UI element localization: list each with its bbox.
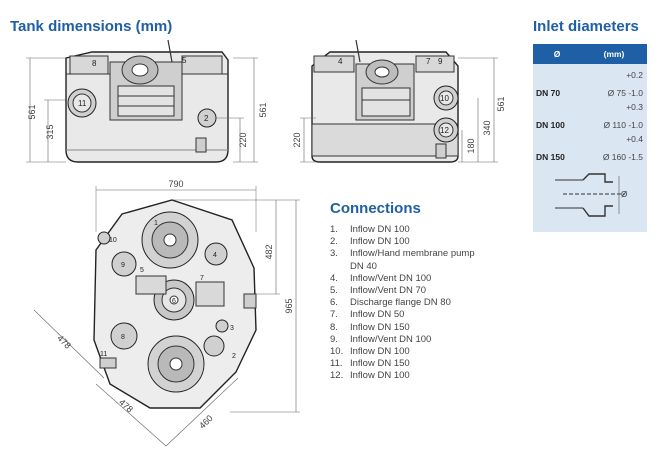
list-item: 9.Inflow/Vent DN 100 [330,333,432,345]
front-dim-height: 561 [27,104,37,119]
inlet-tol: +0.2 [626,70,643,80]
front-view-drawing [26,39,258,163]
inlet-dn: DN 100 [536,120,565,130]
list-item: 10.Inflow DN 100 [330,346,410,358]
top-dim-depth-upper: 482 [264,244,274,259]
top-label-6: 6 [172,298,176,305]
side-dim-right-mid: 340 [482,120,492,135]
inlet-row: DN 150 +0.4 Ø 160 -1.5 [533,132,647,164]
top-dim-diag-bottom: 478 [117,397,135,414]
top-label-1: 1 [154,220,158,227]
side-label-10: 10 [440,94,449,103]
inlet-diameter: Ø 160 -1.5 [602,152,643,162]
list-item: 1.Inflow DN 100 [330,224,410,235]
top-dim-diag-left: 478 [55,333,73,351]
list-item: 12.Inflow DN 100 [330,370,410,382]
inlet-sketch: Ø [555,173,627,217]
inlet-diameters-heading: Inlet diameters [533,18,639,35]
list-item: 5.Inflow/Vent DN 70 [330,285,427,297]
connections-heading: Connections [330,200,421,217]
inlet-col-mm: (mm) [603,49,625,59]
list-item: 2.Inflow DN 100 [330,236,410,248]
side-view-drawing [300,39,498,163]
list-item: 7.Inflow DN 50 [330,309,405,321]
side-label-4: 4 [338,57,343,66]
top-label-5: 5 [140,267,144,274]
front-dim-inlet11: 315 [45,124,55,139]
side-label-9: 9 [438,57,443,66]
top-label-10: 10 [109,237,117,244]
top-view-drawing [33,186,300,447]
inlet-tol: +0.4 [626,134,643,144]
front-label-8: 8 [92,59,97,68]
top-label-11: 11 [100,351,107,358]
inlet-diameters-table: Ø (mm) DN 70 +0.2 Ø 75 -1.0 DN 100 +0.3 … [533,44,647,232]
side-dim-right-outer: 561 [496,96,506,111]
front-label-11: 11 [78,99,87,108]
side-label-12: 12 [440,126,449,135]
inlet-diameter: Ø 110 -1.0 [603,120,643,130]
front-dim-right: 561 [258,102,268,117]
inlet-diameter: Ø 75 -1.0 [607,88,643,98]
side-label-7: 7 [426,57,431,66]
inlet-table-header: Ø (mm) [533,44,647,64]
top-label-7: 7 [200,275,204,282]
list-item: 11.Inflow DN 150 [330,358,410,370]
inlet-dn: DN 150 [536,152,565,162]
inlet-row: DN 100 +0.3 Ø 110 -1.0 [533,100,647,132]
side-dim-right-low: 180 [466,138,476,153]
inlet-col-dn: Ø [553,49,561,59]
side-dim-left: 220 [292,132,302,147]
front-label-5: 5 [182,56,187,65]
front-label-2: 2 [204,114,209,123]
top-dim-width: 790 [168,179,183,189]
inlet-row: DN 70 +0.2 Ø 75 -1.0 [533,68,647,100]
inlet-sketch-label: Ø [621,190,627,199]
top-dim-diag-right: 460 [197,413,215,431]
inlet-dn: DN 70 [536,88,561,98]
list-item: 3.Inflow/Hand membrane pump DN 40 [330,248,475,272]
top-label-4: 4 [213,252,217,259]
top-label-3: 3 [230,325,234,332]
list-item: 8.Inflow DN 150 [330,321,410,333]
top-label-8: 8 [121,334,125,341]
front-dim-inlet2: 220 [238,132,248,147]
list-item: 6.Discharge flange DN 80 [330,297,451,309]
top-dim-depth-total: 965 [284,298,294,313]
top-label-9: 9 [121,262,125,269]
connections-list: 1.Inflow DN 100 2.Inflow DN 100 3.Inflow… [330,224,490,383]
list-item: 4.Inflow/Vent DN 100 [330,272,432,284]
inlet-tol: +0.3 [626,102,643,112]
top-label-2: 2 [232,353,236,360]
tank-dimensions-heading: Tank dimensions (mm) [10,18,173,35]
